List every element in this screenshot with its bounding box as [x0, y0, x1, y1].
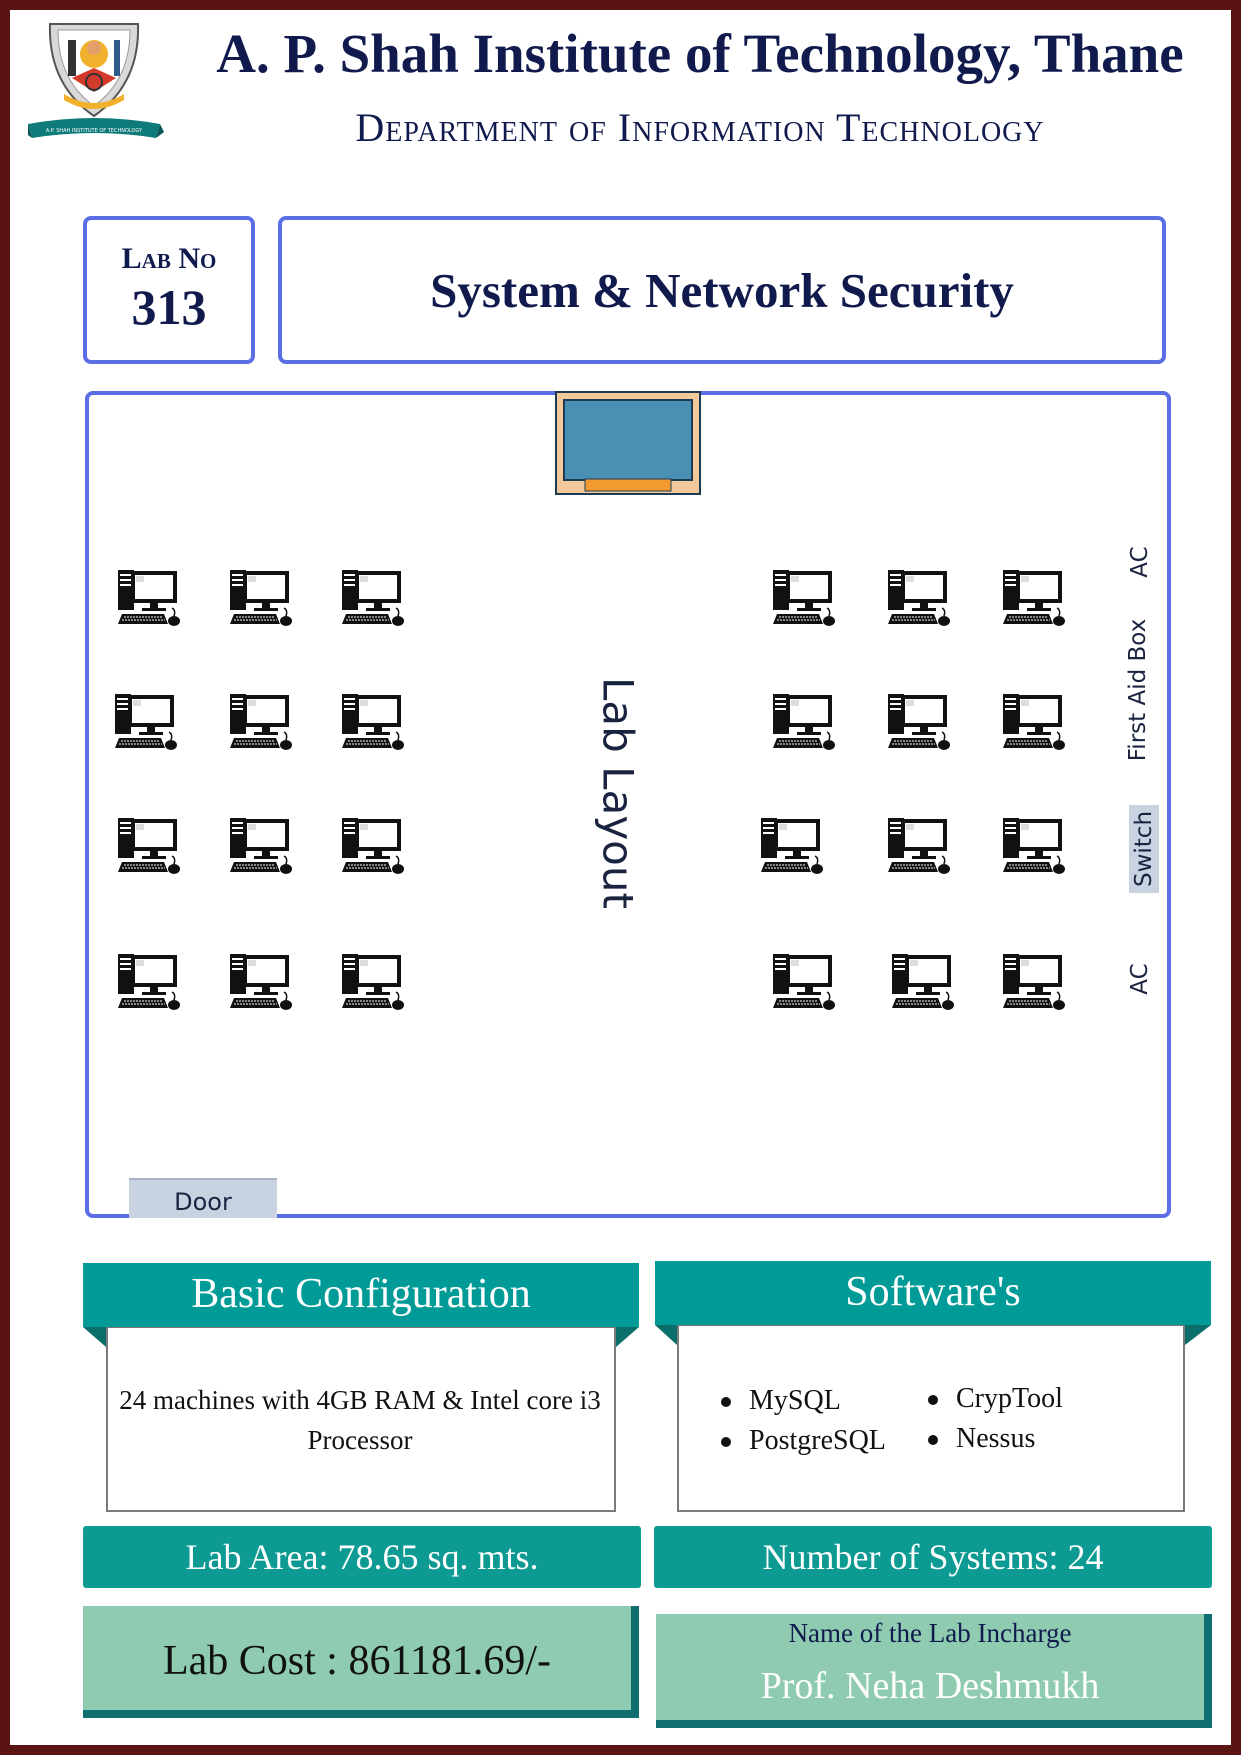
software-list-right: CrypTool Nessus [928, 1379, 1063, 1459]
computer-icon [1001, 568, 1067, 628]
computer-icon [886, 692, 952, 752]
whiteboard-icon [555, 391, 701, 495]
lab-area-bar: Lab Area: 78.65 sq. mts. [83, 1526, 641, 1588]
computer-icon [890, 952, 956, 1012]
computer-icon [228, 952, 294, 1012]
lab-subject-title: System & Network Security [430, 262, 1014, 318]
lab-incharge-box: Name of the Lab Incharge Prof. Neha Desh… [656, 1614, 1212, 1728]
config-text: 24 machines with 4GB RAM & Intel core i3… [119, 1385, 601, 1455]
lab-layout-title: Lab Layout [593, 677, 643, 909]
software-heading: Software's [655, 1261, 1211, 1325]
first-aid-box-label: First Aid Box [1125, 618, 1151, 762]
lab-number-label: Lab No [121, 242, 217, 275]
ribbon-fold-left [83, 1327, 106, 1347]
network-switch-label: Switch [1129, 804, 1159, 894]
computer-icon [340, 816, 406, 876]
ribbon-fold-right [1185, 1325, 1211, 1345]
ribbon-fold-left [655, 1325, 677, 1345]
lab-number-box: Lab No 313 [83, 216, 255, 364]
lab-incharge-name: Prof. Neha Deshmukh [760, 1665, 1100, 1707]
lab-number: 313 [131, 279, 207, 335]
lab-cost: Lab Cost : 861181.69/- [162, 1638, 552, 1684]
computer-icon [771, 692, 837, 752]
logo-text: A.P. SHAH INSTITUTE OF TECHNOLOGY [46, 128, 143, 134]
number-of-systems-bar: Number of Systems: 24 [654, 1526, 1212, 1588]
software-item: MySQL [721, 1381, 886, 1421]
lab-incharge-label: Name of the Lab Incharge [788, 1618, 1072, 1648]
computer-icon [759, 816, 825, 876]
computer-icon [228, 816, 294, 876]
institute-logo: A.P. SHAH INSTITUTE OF TECHNOLOGY [24, 20, 190, 152]
ac-label-bottom: AC [1127, 963, 1153, 995]
ac-label-top: AC [1127, 546, 1153, 578]
computer-icon [116, 568, 182, 628]
software-list-left: MySQL PostgreSQL [721, 1381, 886, 1461]
computer-icon [771, 952, 837, 1012]
computer-icon [116, 816, 182, 876]
lab-subject-box: System & Network Security [278, 216, 1166, 364]
computer-icon [886, 568, 952, 628]
software-item: PostgreSQL [721, 1421, 886, 1461]
computer-icon [1001, 952, 1067, 1012]
computer-icon [116, 952, 182, 1012]
ribbon-fold-right [616, 1327, 639, 1347]
config-heading: Basic Configuration [83, 1263, 639, 1327]
lab-layout-area [85, 391, 1171, 1218]
computer-icon [340, 692, 406, 752]
software-item: Nessus [928, 1419, 1063, 1459]
computer-icon [340, 952, 406, 1012]
computer-icon [886, 816, 952, 876]
door-label: Door [129, 1178, 277, 1218]
computer-icon [113, 692, 179, 752]
computer-icon [1001, 692, 1067, 752]
institute-name: A. P. Shah Institute of Technology, Than… [216, 23, 1184, 84]
computer-icon [771, 568, 837, 628]
software-item: CrypTool [928, 1379, 1063, 1419]
config-panel [106, 1326, 616, 1512]
computer-icon [340, 568, 406, 628]
software-panel [677, 1324, 1185, 1512]
computer-icon [228, 568, 294, 628]
lab-cost-box: Lab Cost : 861181.69/- [83, 1606, 639, 1718]
computer-icon [1001, 816, 1067, 876]
computer-icon [228, 692, 294, 752]
department-name: Department of Information Technology [355, 105, 1045, 150]
